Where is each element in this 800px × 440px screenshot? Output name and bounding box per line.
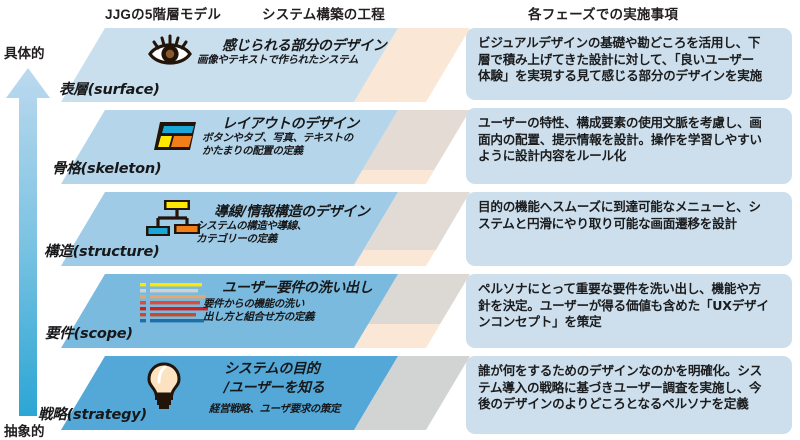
axis-top-label: 具体的 [4,46,45,61]
layer-subtitle-skeleton: ボタンやタブ、写真、テキストの かたまりの配置の定義 [202,132,353,157]
abstraction-axis: 具体的 抽象的 [0,20,70,440]
upward-arrow-icon [6,68,50,416]
layer-subtitle-scope: 要件からの機能の洗い 出し方と組合せ方の定義 [203,298,315,323]
axis-bottom-label: 抽象的 [4,424,45,439]
sitemap-icon [146,200,200,236]
layer-title-strategy: システムの目的 /ユーザーを知る [224,361,325,396]
eye-icon [148,34,192,65]
layer-shape-strategy [61,356,470,430]
layer-shape-scope [61,274,470,348]
lightbulb-icon [147,362,181,409]
layer-subtitle-structure: システムの構造や導線、 カテゴリーの定義 [196,220,307,245]
layer-name-structure: 構造(structure) [44,244,160,260]
description-card-scope: ペルソナにとって重要な要件を洗い出し、機能や方 針を決定。ユーザーが得る価値も含… [466,274,792,348]
description-card-skeleton: ユーザーの特性、構成要素の使用文脈を考慮し、画 面内の配置、提示情報を設計。操作… [466,108,792,184]
layer-shape-surface [61,28,470,102]
description-text-scope: ペルソナにとって重要な要件を洗い出し、機能や方 針を決定。ユーザーが得る価値も含… [478,281,769,330]
description-text-structure: 目的の機能へスムーズに到達可能なメニューと、シ ステムと円滑にやり取り可能な画面… [478,199,761,231]
layer-title-structure: 導線/情報構造のデザイン [214,204,370,220]
layout-blocks-icon [154,122,196,150]
description-card-structure: 目的の機能へスムーズに到達可能なメニューと、シ ステムと円滑にやり取り可能な画面… [466,192,792,266]
layer-name-strategy: 戦略(strategy) [38,407,147,423]
description-text-surface: ビジュアルデザインの基礎や勘どころを活用し、下 層で積み上げてきた設計に対して、… [478,35,762,84]
layer-name-surface: 表層(surface) [59,82,160,98]
layer-shape-skeleton [61,110,470,184]
header-process: システム構築の工程 [262,7,385,22]
requirement-lines-icon [140,283,208,323]
layer-subtitle-strategy: 経営戦略、ユーザ要求の策定 [209,403,341,415]
header-actions: 各フェーズでの実施事項 [528,7,679,22]
layer-shape-structure [61,192,470,266]
description-card-surface: ビジュアルデザインの基礎や勘どころを活用し、下 層で積み上げてきた設計に対して、… [466,28,792,100]
layer-name-skeleton: 骨格(skeleton) [52,161,162,177]
layer-subtitle-surface: 画像やテキストで作られたシステム [197,54,358,66]
layer-name-scope: 要件(scope) [45,326,133,342]
description-text-strategy: 誰が何をするためのデザインなのかを明確化。シス テム導入の戦略に基づきユーザー調… [478,363,762,412]
description-text-skeleton: ユーザーの特性、構成要素の使用文脈を考慮し、画 面内の配置、提示情報を設計。操作… [478,115,762,164]
layer-title-scope: ユーザー要件の洗い出し [222,280,373,296]
five-plane-model [61,28,470,430]
description-card-strategy: 誰が何をするためのデザインなのかを明確化。シス テム導入の戦略に基づきユーザー調… [466,356,792,434]
layer-title-skeleton: レイアウトのデザイン [222,116,359,132]
header-model: JJGの5階層モデル [105,7,222,22]
layer-title-surface: 感じられる部分のデザイン [222,38,387,54]
